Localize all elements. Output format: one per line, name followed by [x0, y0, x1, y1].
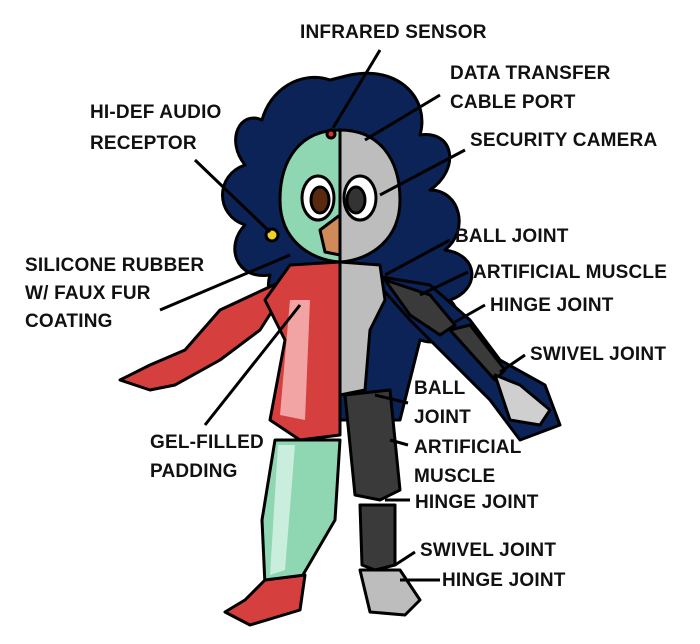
leader-lines — [159, 49, 526, 582]
label-audio-line2: RECEPTOR — [90, 133, 197, 154]
label-ball-joint-leg-line1: BALL — [414, 378, 466, 399]
label-swivel-joint-ankle: SWIVEL JOINT — [420, 540, 557, 561]
label-ball-joint-arm: BALL JOINT — [455, 226, 569, 247]
label-ball-joint-leg-line2: JOINT — [414, 407, 471, 428]
left-arm — [118, 273, 297, 392]
label-infrared-sensor: INFRARED SENSOR — [300, 22, 487, 43]
label-data-transfer-line2: CABLE PORT — [450, 92, 576, 113]
label-hinge-joint-knee: HINGE JOINT — [415, 492, 539, 513]
muzzle — [318, 213, 342, 257]
robot-hand — [493, 373, 552, 427]
label-silicone-line3: COATING — [25, 311, 113, 332]
label-data-transfer-line1: DATA TRANSFER — [450, 63, 611, 84]
label-hinge-joint-arm: HINGE JOINT — [490, 295, 614, 316]
label-swivel-joint-arm: SWIVEL JOINT — [530, 344, 667, 365]
label-artificial-muscle-arm: ARTIFICIAL MUSCLE — [473, 262, 668, 283]
left-leg-highlight — [270, 445, 295, 575]
label-artificial-muscle-leg-line2: MUSCLE — [414, 466, 496, 487]
infrared-sensor — [325, 128, 337, 140]
robot-thigh — [343, 388, 402, 502]
label-hinge-joint-foot: HINGE JOINT — [442, 570, 566, 591]
dress-highlight — [280, 300, 310, 420]
label-artificial-muscle-leg-line1: ARTIFICIAL — [414, 437, 522, 458]
label-audio-line1: HI-DEF AUDIO — [90, 102, 222, 123]
label-gel-padding-line2: PADDING — [150, 461, 238, 482]
label-silicone-line2: W/ FAUX FUR — [25, 283, 151, 304]
shoe — [223, 573, 307, 627]
label-gel-padding-line1: GEL-FILLED — [150, 432, 264, 453]
robot-shin — [358, 503, 397, 572]
robot-torso — [338, 260, 387, 397]
label-security-camera: SECURITY CAMERA — [470, 130, 658, 151]
robot-foot — [358, 568, 422, 617]
label-silicone-line1: SILICONE RUBBER — [25, 255, 205, 276]
